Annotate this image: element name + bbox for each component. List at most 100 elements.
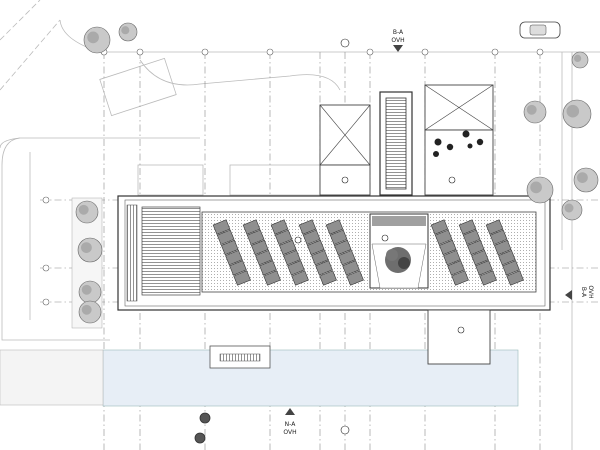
- palm-icon: [194, 412, 211, 444]
- stair-treads: [385, 97, 407, 190]
- solar-panel-cell: [315, 260, 333, 276]
- solar-panel-cell: [270, 219, 289, 235]
- solar-panel-cell: [447, 260, 465, 276]
- solar-panel-cell: [212, 219, 231, 235]
- solar-panel-cell: [225, 249, 243, 266]
- solar-panel-cell: [259, 260, 277, 276]
- solar-panel-icon: [298, 219, 337, 286]
- section-right-label-a: B-A: [580, 287, 587, 298]
- solar-panel-cell: [485, 219, 504, 235]
- grid-marker: [366, 48, 374, 56]
- grid-marker: [42, 298, 50, 306]
- bench-inner: [219, 353, 261, 362]
- roof-slab-inner: [124, 199, 546, 307]
- louver-area: [141, 206, 201, 296]
- solar-panel-cell: [462, 229, 481, 245]
- solar-panel-cell: [451, 270, 469, 286]
- solar-panel-cell: [302, 229, 321, 245]
- solar-panel-cell: [502, 260, 520, 276]
- tree-icon: [526, 176, 554, 204]
- tree-icon: [561, 199, 583, 221]
- solar-panel-cell: [233, 270, 251, 286]
- solar-panel-cell: [342, 260, 360, 276]
- car-icon: [519, 21, 561, 39]
- solar-panel-cell: [246, 229, 265, 245]
- solar-panel-cell: [255, 249, 273, 266]
- grid-markers: [42, 48, 544, 306]
- solar-panel-cell: [216, 229, 235, 245]
- grid-marker: [421, 48, 429, 56]
- tree-icon: [75, 200, 99, 224]
- solar-panel-cell: [333, 239, 352, 256]
- solar-panel-cell: [458, 219, 477, 235]
- section-marker-top: B-A OVH: [391, 29, 405, 52]
- solar-panel-icon: [485, 219, 524, 286]
- solar-panel-cell: [430, 219, 449, 235]
- section-bottom-label-a: N-A: [285, 421, 297, 428]
- edge-strip: [126, 204, 138, 302]
- solar-panel-cell: [325, 219, 344, 235]
- solar-panel-cell: [311, 249, 329, 266]
- grid-marker: [136, 48, 144, 56]
- solar-panel-icon: [430, 219, 469, 286]
- solar-panel-cell: [291, 270, 309, 286]
- grid-marker: [201, 48, 209, 56]
- grid-marker: [42, 196, 50, 204]
- solar-panel-icon: [212, 219, 251, 286]
- solar-panel-cell: [493, 239, 512, 256]
- tree-icon: [573, 167, 599, 193]
- solar-panel-cell: [220, 239, 239, 256]
- solar-panel-cell: [306, 239, 325, 256]
- solar-panel-icon: [325, 219, 364, 286]
- solar-panel-cell: [283, 249, 301, 266]
- terrace-area: [0, 349, 104, 406]
- solar-panel-cell: [250, 239, 269, 256]
- solar-panel-cell: [466, 239, 485, 256]
- solar-panel-cell: [498, 249, 516, 266]
- solar-panel-cell: [298, 219, 317, 235]
- solar-panel-cell: [434, 229, 453, 245]
- solar-panel-cell: [489, 229, 508, 245]
- solar-panel-cell: [479, 270, 497, 286]
- solar-panel-array: [212, 219, 524, 286]
- core-blocks: [319, 84, 494, 196]
- solar-panel-cell: [319, 270, 337, 286]
- solar-panel-icon: [242, 219, 281, 286]
- solar-panel-cell: [263, 270, 281, 286]
- grid-marker: [536, 48, 544, 56]
- tree-icon: [562, 99, 592, 129]
- trees: [75, 22, 599, 324]
- courtyard-top-planting: [372, 216, 426, 226]
- solar-panel-cell: [438, 239, 457, 256]
- tree-icon: [77, 237, 103, 263]
- section-marker-icon: [285, 408, 295, 415]
- tree-icon: [83, 26, 111, 54]
- grid-marker: [491, 48, 499, 56]
- solar-panel-cell: [274, 229, 293, 245]
- solar-panel-cell: [471, 249, 489, 266]
- tree-icon: [385, 247, 411, 273]
- section-top-label-b: OVH: [391, 37, 404, 44]
- section-top-label-a: B-A: [393, 29, 404, 36]
- tree-icon: [78, 280, 102, 304]
- tree-icon: [78, 300, 102, 324]
- solar-panel-cell: [475, 260, 493, 276]
- solar-panel-cell: [329, 229, 348, 245]
- solar-panel-cell: [338, 249, 356, 266]
- tree-icon: [523, 100, 547, 124]
- section-bottom-label-b: OVH: [283, 429, 296, 436]
- solar-panel-cell: [278, 239, 297, 256]
- solar-panel-icon: [458, 219, 497, 286]
- level-symbols: [294, 38, 465, 435]
- solar-panel-cell: [242, 219, 261, 235]
- section-right-label-b: OVH: [587, 285, 594, 298]
- solar-panel-icon: [270, 219, 309, 286]
- solar-panel-cell: [346, 270, 364, 286]
- grid-marker: [42, 264, 50, 272]
- planter-dots: [433, 130, 484, 157]
- section-marker-icon: [565, 290, 572, 300]
- grid-marker: [266, 48, 274, 56]
- section-marker-icon: [393, 45, 403, 52]
- solar-panel-cell: [287, 260, 305, 276]
